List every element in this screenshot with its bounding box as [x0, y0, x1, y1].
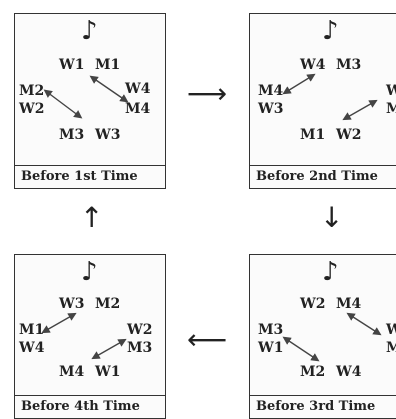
panel-box: ♪ W1 M1 M2 W2 W4 M4 M3 W3 [15, 14, 165, 165]
label-top-right: M3 [336, 57, 362, 73]
label-left-bottom: W3 [258, 101, 284, 117]
label-right-top: W [386, 84, 396, 98]
label-bottom-right: W4 [336, 364, 362, 380]
flow-arrow-up: ↑ [80, 201, 104, 234]
label-top-right: M2 [95, 296, 121, 312]
label-bottom-right: W1 [95, 364, 121, 380]
panel-before-3rd-time: ♪ W2 M4 M3 W1 W M M2 W4 Before 3rd Time [249, 254, 396, 419]
label-top-left: W3 [59, 296, 85, 312]
label-left-bottom: W1 [258, 340, 284, 356]
flow-arrow-right: ⟶ [187, 77, 228, 110]
pairing-arrows [41, 312, 127, 360]
label-left-bottom: W4 [19, 340, 45, 356]
arrow-lower-right [91, 338, 127, 360]
arrow-upper-right [346, 312, 382, 336]
arrow-upper-left [41, 312, 77, 334]
panel-caption: Before 4th Time [15, 395, 165, 418]
label-right-top: W2 [127, 322, 153, 338]
label-bottom-left: M3 [59, 127, 85, 143]
arrow-upper-left [282, 73, 316, 95]
label-bottom-left: M1 [300, 127, 326, 143]
label-right-bottom: M [386, 341, 396, 355]
label-right-bottom: M [386, 102, 396, 116]
pairing-arrows [282, 312, 382, 362]
label-bottom-left: M4 [59, 364, 85, 380]
label-top-left: W2 [300, 296, 326, 312]
label-bottom-right: W3 [95, 127, 121, 143]
panel-caption: Before 3rd Time [250, 395, 396, 418]
panel-box: ♪ W4 M3 M4 W3 W M M1 W2 [250, 14, 396, 165]
panel-caption: Before 1st Time [15, 165, 165, 188]
panel-box: ♪ W3 M2 M1 W4 W2 M3 M4 W1 [15, 255, 165, 395]
label-left-top: M2 [19, 83, 45, 99]
flow-arrow-left: ⟵ [187, 323, 228, 356]
music-note-icon: ♪ [322, 257, 339, 287]
pairing-arrows [282, 73, 378, 121]
arrow-upper [43, 89, 83, 119]
panel-before-1st-time: ♪ W1 M1 M2 W2 W4 M4 M3 W3 Before 1st Tim… [14, 13, 166, 189]
pairing-arrows [43, 75, 129, 119]
arrow-lower-right [342, 99, 378, 121]
label-top-left: W1 [59, 57, 85, 73]
panel-before-4th-time: ♪ W3 M2 M1 W4 W2 M3 M4 W1 Before 4th Tim… [14, 254, 166, 419]
label-top-right: M1 [95, 57, 121, 73]
music-note-icon: ♪ [81, 16, 98, 46]
panel-box: ♪ W2 M4 M3 W1 W M M2 W4 [250, 255, 396, 395]
panel-caption: Before 2nd Time [250, 165, 396, 188]
label-left-top: M3 [258, 322, 284, 338]
music-note-icon: ♪ [81, 257, 98, 287]
label-right-top: W4 [125, 81, 151, 97]
label-right-bottom: M4 [125, 101, 151, 117]
label-top-left: W4 [300, 57, 326, 73]
label-top-right: M4 [336, 296, 362, 312]
label-left-bottom: W2 [19, 101, 45, 117]
label-left-top: M1 [19, 322, 45, 338]
label-right-bottom: M3 [127, 340, 153, 356]
flow-arrow-down: ↓ [320, 201, 344, 234]
label-left-top: M4 [258, 83, 284, 99]
label-right-top: W [386, 323, 396, 337]
panel-before-2nd-time: ♪ W4 M3 M4 W3 W M M1 W2 Before 2nd Time [249, 13, 396, 189]
music-note-icon: ♪ [322, 16, 339, 46]
label-bottom-left: M2 [300, 364, 326, 380]
label-bottom-right: W2 [336, 127, 362, 143]
arrow-right [89, 75, 129, 103]
arrow-lower-left [282, 336, 320, 362]
